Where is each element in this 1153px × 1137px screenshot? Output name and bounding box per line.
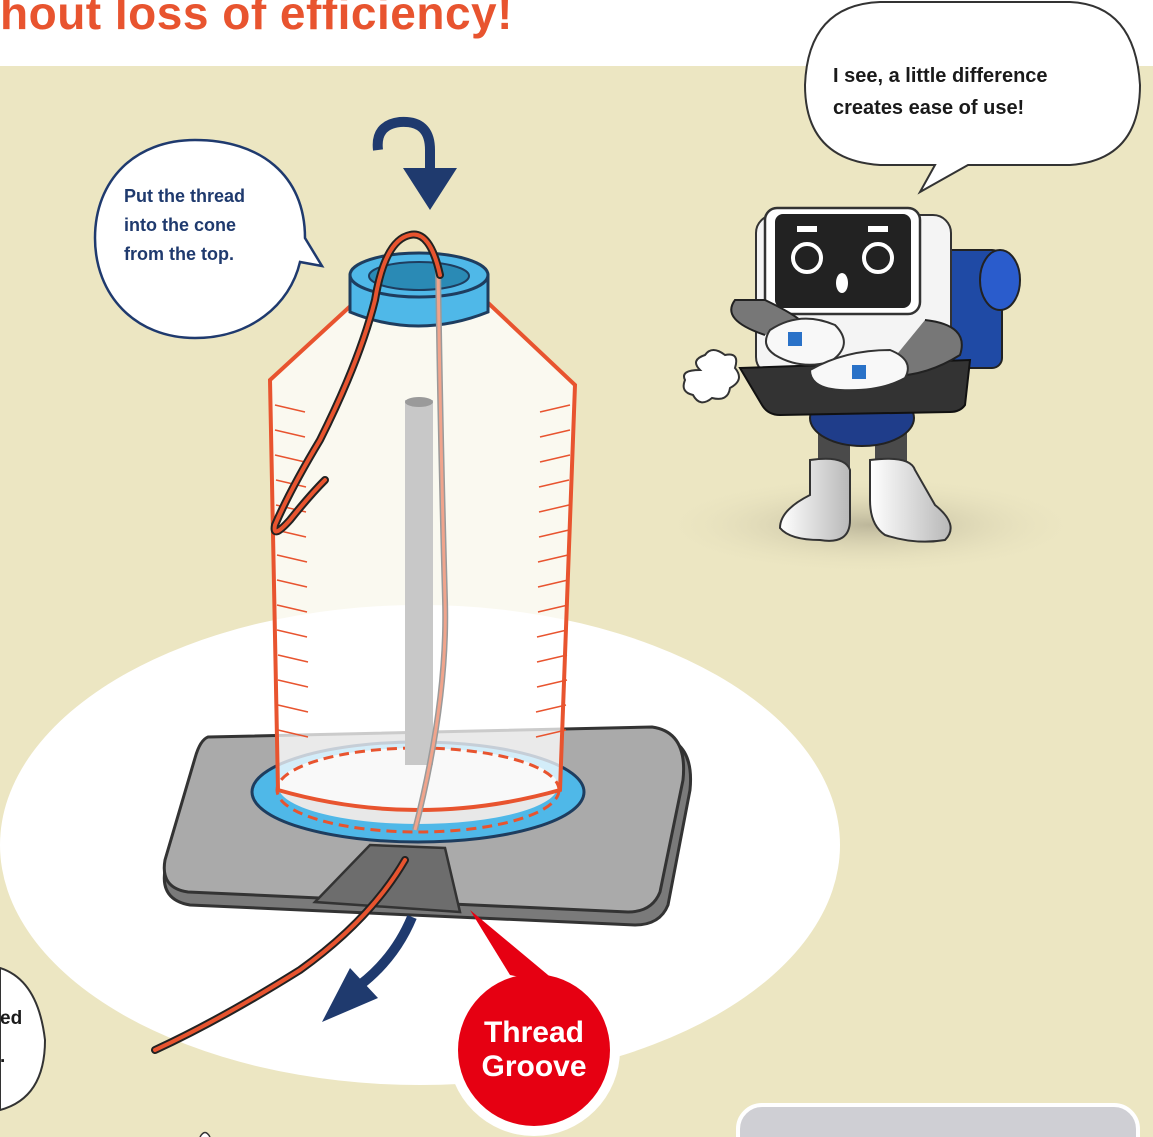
- thread-cone: [270, 300, 575, 832]
- thread-tip-line-1: Put the thread: [124, 182, 245, 211]
- robot-remark-line-1: I see, a little difference: [833, 60, 1048, 92]
- partial-line-2: .: [0, 1038, 22, 1076]
- partial-line-1: ed: [0, 1000, 22, 1038]
- badge-line-1: Thread: [474, 1016, 594, 1050]
- badge-line-2: Groove: [474, 1050, 594, 1084]
- thread-tip-line-2: into the cone: [124, 211, 245, 240]
- partial-bubble-text: ed .: [0, 1000, 22, 1076]
- thread-tip-line-3: from the top.: [124, 240, 245, 269]
- thread-groove-label: Thread Groove: [474, 1016, 594, 1084]
- page-heading: hout loss of efficiency!: [0, 0, 513, 40]
- robot-remark-text: I see, a little difference creates ease …: [833, 60, 1048, 124]
- spool-pin: [405, 400, 433, 765]
- thread-tip-text: Put the thread into the cone from the to…: [124, 182, 245, 269]
- grey-card: [738, 1105, 1138, 1137]
- robot-remark-line-2: creates ease of use!: [833, 92, 1048, 124]
